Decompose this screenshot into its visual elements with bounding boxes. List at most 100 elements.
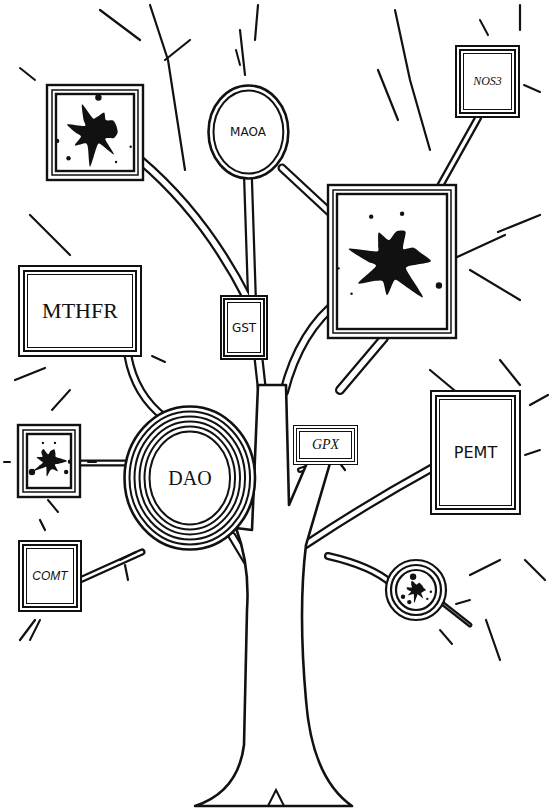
decor-stroke [20,68,35,80]
frame-label: MAOA [230,125,266,139]
twig [100,10,140,40]
frame-border [391,565,441,615]
branch-outline [80,552,142,580]
twig [240,30,245,75]
twig [30,215,70,255]
branch-outline [140,160,248,300]
twig [470,560,500,575]
frame-label: GST [232,321,256,335]
twig [255,5,258,40]
ink-splat [407,581,426,603]
twig [470,270,520,300]
trunk-root-line [268,790,284,806]
ink-drop [54,442,56,444]
rect-frame: NOS3 [455,45,520,118]
decor-stroke [480,20,488,35]
frame-border [47,85,143,180]
frame-label: NOS3 [473,74,502,89]
frame-border [396,570,436,610]
ink-splat [349,231,431,298]
frame-label: DAO [168,467,211,490]
branch-core [440,118,478,186]
twig [525,560,545,580]
decor-stroke [440,630,452,644]
twig [125,565,128,580]
ink-drop [436,282,442,288]
ink-drop [66,156,70,160]
oval-ring [208,86,288,179]
frame-border [328,185,456,338]
decor-stroke [30,620,40,640]
ink-frame [47,85,143,180]
decor-stroke [88,461,96,463]
ink-splat [67,104,118,166]
branch-outline [328,556,392,584]
oval-ring [145,427,236,530]
decor-stroke [525,450,540,455]
ink-drop [369,214,373,218]
frame-border [23,430,75,492]
ink-frame [386,560,446,620]
ink-frames [18,85,456,620]
oval-frame: MAOA [207,84,290,180]
ink-drop [129,146,131,148]
twig [498,215,540,232]
ink-drop [401,595,405,599]
rect-frame: MTHFR [18,265,142,357]
ink-drop [407,600,411,604]
ink-splat [34,449,67,476]
frame-border [386,560,446,620]
oval-ring [135,417,246,540]
decor-stroke [152,356,165,362]
twig [530,395,548,405]
frame-label: PEMT [454,443,497,462]
ink-drop [115,161,117,163]
twig [15,368,45,380]
ink-frame [328,185,456,338]
frame-border [52,90,138,175]
twig [500,360,520,385]
frame-border [18,425,80,497]
ink-drop [64,470,68,474]
frame-label: GPX [312,437,339,453]
ink-drop [410,574,416,580]
branch-outline [440,118,478,186]
branch-core [128,356,165,418]
branch-outline [128,356,165,418]
twig [519,5,521,30]
frame-label: MTHFR [42,298,118,324]
frame-border [333,190,451,333]
decor-stroke [48,500,58,512]
branch-core [442,603,470,625]
twig [165,40,190,60]
decor-strokes [4,20,540,644]
oval-ring [150,432,231,525]
rect-frame: PEMT [430,390,521,515]
ink-drop [430,591,432,593]
twig [150,5,185,170]
branch-core [140,160,248,300]
ink-drop [68,459,72,463]
ink-drop [350,293,352,295]
oval-ring [213,91,283,174]
ink-drop [42,442,44,444]
ink-drop [95,94,101,100]
decor-stroke [524,85,540,92]
rect-frame: COMT [18,540,82,612]
decor-stroke [52,390,70,410]
decor-stroke [236,50,240,65]
frame-border [337,194,447,329]
branch-outline [340,338,384,390]
branch-core [340,338,384,390]
twig [20,620,35,640]
rect-frame: GPX [293,425,358,465]
rect-frame: GST [220,295,268,360]
oval-frame: DAO [123,405,257,551]
ink-drop [55,139,59,143]
frame-border [56,94,134,171]
frame-label: COMT [32,569,67,583]
decor-stroke [120,552,136,560]
ink-drop [29,469,35,475]
branch-outline [442,603,470,625]
